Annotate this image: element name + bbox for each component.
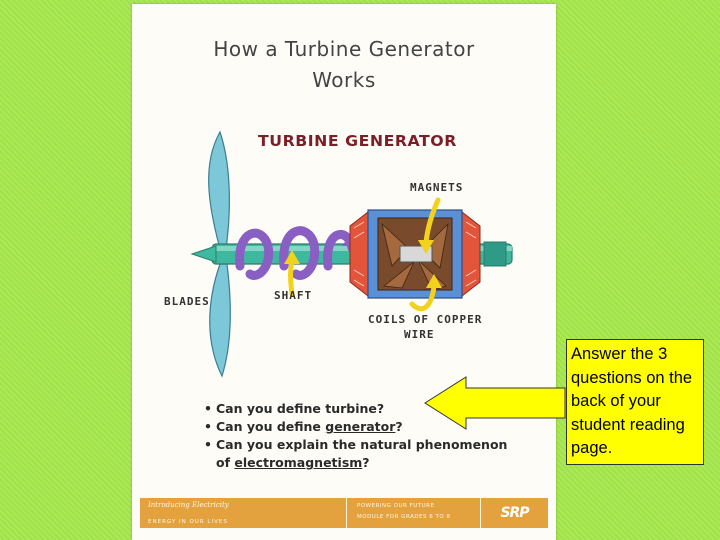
page-title-line-1: How a Turbine Generator	[213, 37, 475, 61]
label-coils-line-2: WIRE	[404, 328, 435, 341]
left-arrow-icon	[424, 376, 566, 430]
diagram-title: TURBINE GENERATOR	[258, 132, 457, 150]
pointer-heads	[284, 240, 442, 288]
question-3: Can you explain the natural phenomenon	[204, 436, 507, 454]
question-list: Can you define turbine? Can you define g…	[204, 400, 507, 472]
question-1: Can you define turbine?	[204, 400, 507, 418]
worksheet-footer: Introducing Electricity ENERGY IN OUR LI…	[140, 498, 548, 528]
footer-left-caption: ENERGY IN OUR LIVES	[148, 519, 228, 525]
question-3-continued: of electromagnetism?	[216, 455, 370, 470]
label-coils: COILS OF COPPER WIRE	[368, 312, 482, 342]
generator-core	[349, 209, 481, 299]
instruction-callout: Answer the 3 questions on the back of yo…	[566, 339, 704, 465]
page-title-line-2: Works	[312, 68, 376, 92]
footer-series-name: Introducing Electricity	[148, 501, 229, 509]
footer-mid-line-1: POWERING OUR FUTURE	[357, 503, 435, 509]
turbine-blades	[208, 130, 231, 378]
page-title: How a Turbine Generator Works	[132, 34, 556, 96]
label-coils-line-1: COILS OF COPPER	[368, 313, 483, 326]
term-electromagnetism: electromagnetism	[234, 455, 363, 470]
term-generator: generator	[325, 419, 396, 434]
footer-series: Introducing Electricity ENERGY IN OUR LI…	[140, 498, 346, 528]
turbine-diagram	[190, 130, 513, 378]
label-magnets: MAGNETS	[410, 181, 464, 194]
worksheet-page: How a Turbine Generator Works TURBINE GE…	[132, 4, 556, 540]
label-shaft: SHAFT	[274, 289, 313, 302]
label-blades: BLADES	[164, 295, 210, 308]
footer-logo: SRP	[480, 498, 548, 528]
footer-module: POWERING OUR FUTURE MODULE FOR GRADES 6 …	[346, 498, 480, 528]
footer-mid-line-2: MODULE FOR GRADES 6 TO 8	[357, 514, 451, 520]
question-2: Can you define generator?	[204, 418, 507, 436]
srp-logo: SRP	[500, 505, 529, 521]
